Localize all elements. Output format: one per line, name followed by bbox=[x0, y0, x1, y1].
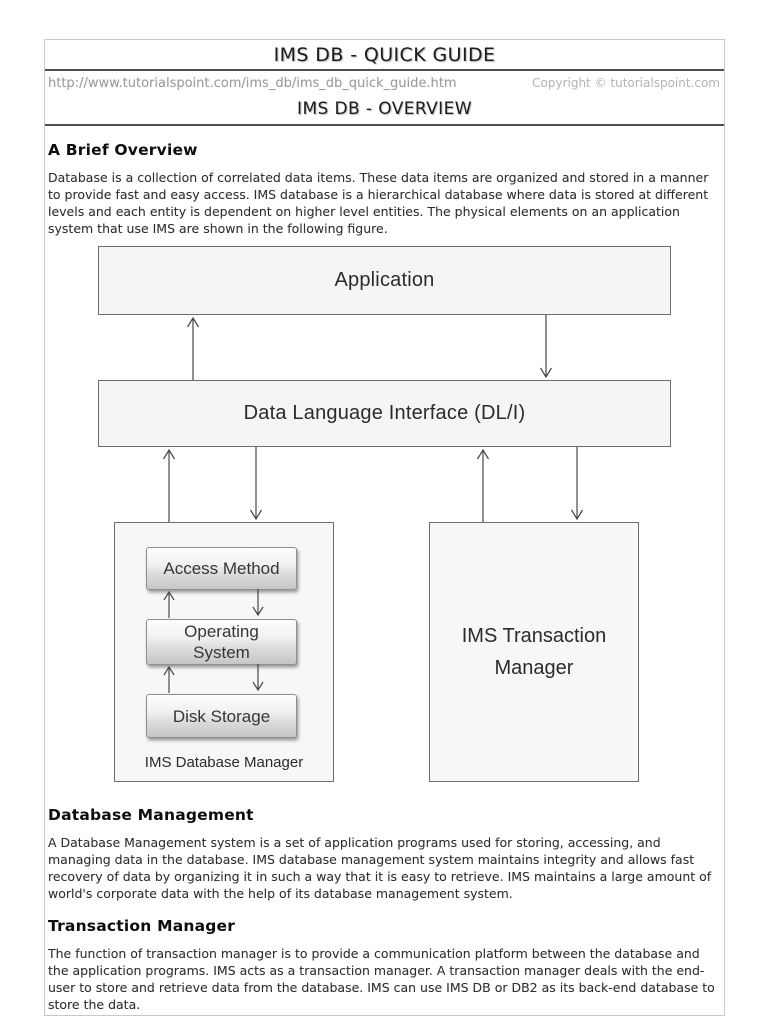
source-url: http://www.tutorialspoint.com/ims_db/ims… bbox=[48, 76, 457, 91]
horizontal-rule bbox=[45, 124, 724, 126]
access-method-label: Access Method bbox=[163, 559, 280, 578]
paragraph-transaction-manager: The function of transaction manager is t… bbox=[48, 946, 715, 1012]
operating-system-box: Operating System bbox=[146, 619, 297, 665]
ims-database-manager-box: Access Method Operating System Disk Stor… bbox=[114, 522, 334, 782]
arrow-up-dli-to-application bbox=[186, 316, 200, 380]
ims-architecture-diagram: Application Data Language Interface (DL/… bbox=[45, 246, 726, 791]
ims-transaction-manager-box: IMS Transaction Manager bbox=[429, 522, 639, 782]
dli-label: Data Language Interface (DL/I) bbox=[243, 402, 526, 424]
ims-database-manager-label: IMS Database Manager bbox=[144, 754, 304, 771]
paragraph-database-management: A Database Management system is a set of… bbox=[48, 835, 712, 901]
heading-transaction-manager: Transaction Manager bbox=[48, 917, 236, 935]
heading-brief-overview: A Brief Overview bbox=[48, 141, 198, 159]
chapter-title: IMS DB - OVERVIEW bbox=[297, 98, 472, 119]
horizontal-rule bbox=[45, 69, 724, 71]
document-content: A Brief Overview Database is a collectio… bbox=[45, 141, 724, 1015]
ims-transaction-manager-label: IMS Transaction Manager bbox=[461, 625, 607, 679]
document-title: IMS DB - QUICK GUIDE bbox=[273, 43, 496, 66]
data-language-interface-box: Data Language Interface (DL/I) bbox=[98, 380, 671, 447]
arrow-down-application-to-dli bbox=[539, 315, 553, 379]
document-title-bar: IMS DB - QUICK GUIDE bbox=[45, 40, 724, 69]
document-page: IMS DB - QUICK GUIDE http://www.tutorial… bbox=[44, 39, 725, 1016]
paragraph-brief-overview: Database is a collection of correlated d… bbox=[48, 170, 709, 236]
disk-storage-box: Disk Storage bbox=[146, 694, 297, 738]
heading-database-management: Database Management bbox=[48, 806, 254, 824]
operating-system-label: Operating System bbox=[184, 622, 259, 662]
access-method-box: Access Method bbox=[146, 547, 297, 590]
arrow-up-dbm-to-dli bbox=[162, 448, 176, 522]
application-box: Application bbox=[98, 246, 671, 315]
copyright-text: Copyright © tutorialspoint.com bbox=[532, 76, 720, 90]
disk-storage-label: Disk Storage bbox=[172, 706, 271, 726]
chapter-title-bar: IMS DB - OVERVIEW bbox=[45, 93, 724, 124]
arrow-down-dli-to-tm bbox=[570, 447, 584, 521]
application-label: Application bbox=[334, 269, 435, 291]
meta-row: http://www.tutorialspoint.com/ims_db/ims… bbox=[45, 71, 724, 93]
arrow-down-dli-to-dbm bbox=[249, 447, 263, 521]
arrow-up-tm-to-dli bbox=[476, 448, 490, 522]
